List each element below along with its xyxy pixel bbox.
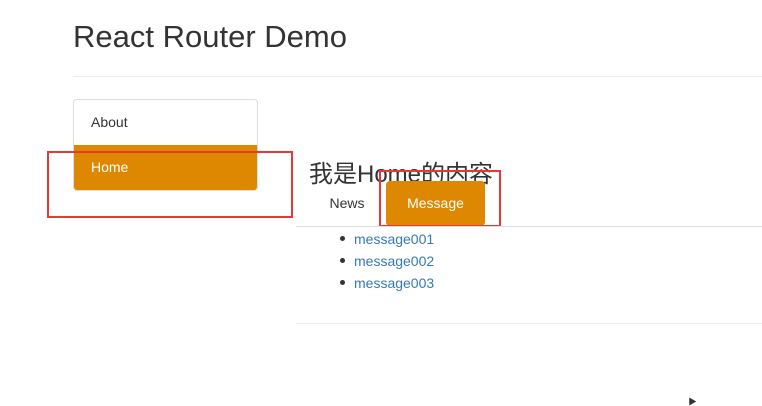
page-title: React Router Demo: [73, 19, 347, 54]
list-item: message002: [340, 252, 435, 274]
list-item: message003: [340, 274, 435, 296]
content-bottom-divider: [296, 323, 762, 324]
tabs-divider: [296, 226, 762, 227]
mouse-cursor-icon: [685, 395, 697, 406]
sidebar-nav: About Home: [73, 99, 258, 191]
message-list: message001 message002 message003: [314, 230, 434, 296]
bullet-icon: [340, 258, 345, 263]
list-item: message001: [340, 230, 435, 252]
tab-message[interactable]: Message: [386, 181, 485, 226]
message-link[interactable]: message001: [354, 231, 435, 247]
bullet-icon: [340, 280, 345, 285]
message-link[interactable]: message002: [354, 253, 435, 269]
header-divider: [73, 76, 762, 77]
bullet-icon: [340, 236, 345, 241]
tab-news[interactable]: News: [329, 195, 365, 211]
sidebar-item-about[interactable]: About: [91, 114, 128, 130]
sidebar-item-home[interactable]: Home: [74, 145, 257, 190]
message-link[interactable]: message003: [354, 275, 435, 291]
